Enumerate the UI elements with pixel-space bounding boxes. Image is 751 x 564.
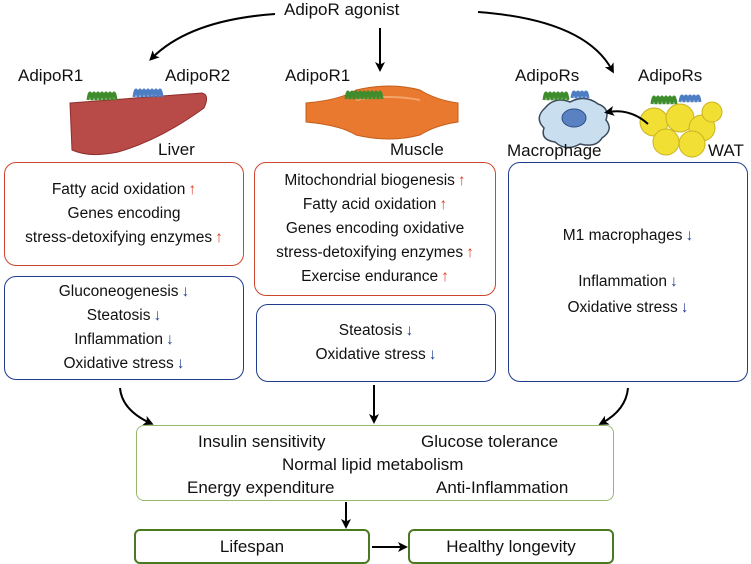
adipose-down-item: Inflammation↓ bbox=[578, 273, 678, 290]
arrow-liver-to-outcomes bbox=[119, 387, 154, 426]
adipose-downregulated-box: M1 macrophages↓ Inflammation↓ Oxidative … bbox=[508, 162, 748, 382]
up-arrow-icon: ↑ bbox=[466, 244, 474, 261]
healthy-longevity-box: Healthy longevity bbox=[408, 529, 614, 564]
muscle-down-item: Steatosis↓ bbox=[338, 322, 414, 339]
liver-down-item: Steatosis↓ bbox=[86, 307, 162, 324]
muscle-up-item: stress-detoxifying enzymes↑ bbox=[276, 244, 474, 261]
liver-up-item: Fatty acid oxidation↑ bbox=[51, 181, 197, 198]
adipor1-receptor-icon-muscle bbox=[344, 90, 384, 100]
systemic-outcomes-box bbox=[136, 425, 614, 501]
outcome-anti-inflammation: Anti-Inflammation bbox=[436, 478, 569, 497]
down-arrow-icon: ↓ bbox=[669, 273, 678, 290]
liver-adipor1-label: AdipoR1 bbox=[18, 66, 84, 85]
lifespan-box: Lifespan bbox=[134, 529, 370, 564]
up-arrow-icon: ↑ bbox=[439, 196, 448, 213]
liver-downregulated-box: Gluconeogenesis↓ Steatosis↓ Inflammation… bbox=[4, 276, 244, 380]
up-arrow-icon: ↑ bbox=[457, 172, 466, 189]
wat-adipors-label: AdipoRs bbox=[638, 66, 703, 85]
wat-fat-cells-icon bbox=[639, 101, 723, 158]
muscle-downregulated-box: Steatosis↓ Oxidative stress↓ bbox=[256, 304, 496, 382]
arrow-agonist-to-adipose bbox=[477, 11, 614, 74]
down-arrow-icon: ↓ bbox=[165, 331, 174, 348]
down-arrow-icon: ↓ bbox=[428, 346, 437, 363]
arrow-wat-to-macrophage bbox=[604, 106, 649, 125]
adipors-receptor-icon-wat bbox=[650, 94, 702, 105]
liver-down-item: Inflammation↓ bbox=[74, 331, 174, 348]
outcome-energy-expenditure: Energy expenditure bbox=[187, 478, 335, 497]
liver-up-item: Genes encoding bbox=[67, 205, 181, 222]
outcome-glucose-tolerance: Glucose tolerance bbox=[421, 432, 559, 451]
up-arrow-icon: ↑ bbox=[441, 268, 449, 285]
muscle-label: Muscle bbox=[390, 140, 444, 159]
down-arrow-icon: ↓ bbox=[176, 355, 185, 372]
down-arrow-icon: ↓ bbox=[405, 322, 414, 339]
liver-adipor2-label: AdipoR2 bbox=[165, 66, 231, 85]
down-arrow-icon: ↓ bbox=[181, 283, 190, 300]
muscle-up-item: Mitochondrial biogenesis↑ bbox=[284, 172, 466, 189]
down-arrow-icon: ↓ bbox=[153, 307, 162, 324]
liver-up-item: stress-detoxifying enzymes↑ bbox=[25, 229, 223, 246]
lifespan-label: Lifespan bbox=[219, 536, 285, 556]
muscle-up-item: Fatty acid oxidation↑ bbox=[302, 196, 448, 213]
up-arrow-icon: ↑ bbox=[215, 229, 223, 246]
macrophage-icon bbox=[538, 97, 610, 149]
adipors-receptor-icon-macrophage bbox=[542, 90, 590, 101]
liver-down-item: Oxidative stress↓ bbox=[63, 355, 185, 372]
macrophage-label: Macrophage bbox=[507, 141, 602, 160]
down-arrow-icon: ↓ bbox=[680, 299, 689, 316]
adipose-down-item: M1 macrophages↓ bbox=[562, 227, 694, 244]
liver-label: Liver bbox=[158, 140, 195, 159]
macrophage-adipors-label: AdipoRs bbox=[515, 66, 580, 85]
liver-icon bbox=[69, 92, 208, 156]
agonist-label: AdipoR agonist bbox=[284, 0, 400, 19]
liver-down-item: Gluconeogenesis↓ bbox=[58, 283, 190, 300]
wat-label: WAT bbox=[708, 141, 744, 160]
muscle-up-item: Genes encoding oxidative bbox=[285, 220, 465, 237]
adipor1-receptor-icon-liver bbox=[86, 91, 118, 101]
outcome-insulin-sensitivity: Insulin sensitivity bbox=[198, 432, 326, 451]
down-arrow-icon: ↓ bbox=[685, 227, 694, 244]
arrow-adipose-to-outcomes bbox=[598, 387, 629, 425]
muscle-upregulated-box: Mitochondrial biogenesis↑ Fatty acid oxi… bbox=[254, 162, 496, 296]
healthy-longevity-label: Healthy longevity bbox=[446, 536, 576, 556]
up-arrow-icon: ↑ bbox=[188, 181, 197, 198]
muscle-down-item: Oxidative stress↓ bbox=[315, 346, 437, 363]
muscle-adipor1-label: AdipoR1 bbox=[285, 66, 351, 85]
liver-upregulated-box: Fatty acid oxidation↑ Genes encoding str… bbox=[4, 162, 244, 266]
arrow-agonist-to-liver bbox=[149, 13, 276, 61]
adipose-down-item: Oxidative stress↓ bbox=[567, 299, 689, 316]
outcome-lipid-metabolism: Normal lipid metabolism bbox=[282, 455, 464, 474]
muscle-up-item: Exercise endurance↑ bbox=[301, 268, 449, 285]
adipor2-receptor-icon-liver bbox=[132, 88, 164, 98]
